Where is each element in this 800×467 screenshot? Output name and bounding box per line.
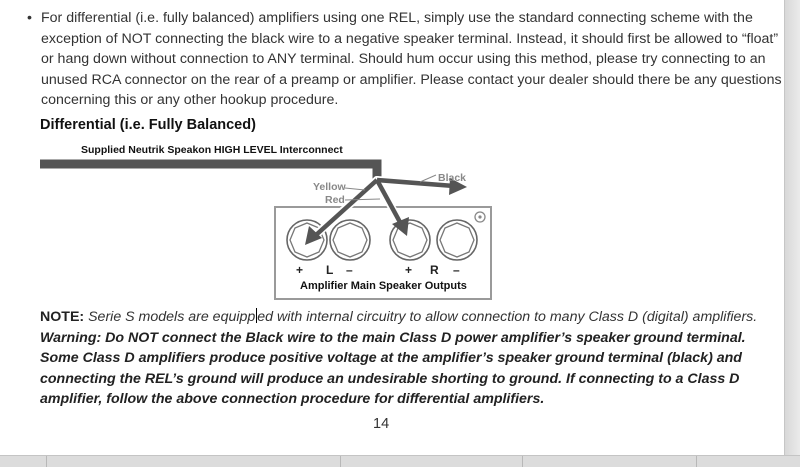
terminal-right-negative	[436, 219, 478, 261]
note-text-start: Serie S models are equipp	[88, 309, 256, 325]
cable-label: Supplied Neutrik Speakon HIGH LEVEL Inte…	[81, 144, 343, 156]
next-page-edge	[0, 455, 800, 467]
text-cursor	[255, 308, 257, 323]
class-d-warning: Warning: Do NOT connect the Black wire t…	[40, 329, 746, 408]
note-text-rest: ed with internal circuitry to allow conn…	[257, 309, 758, 325]
black-wire	[376, 177, 467, 195]
amplifier-outputs-caption: Amplifier Main Speaker Outputs	[300, 280, 467, 292]
left-positive-label: +	[296, 263, 303, 277]
interconnect-cable	[40, 159, 382, 182]
red-wire-label: Red	[325, 194, 345, 206]
right-negative-label: –	[453, 263, 460, 277]
terminal-left-negative	[329, 219, 371, 261]
wiring-diagram: Supplied Neutrik Speakon HIGH LEVEL Inte…	[40, 144, 492, 300]
differential-instructions-paragraph: • For differential (i.e. fully balanced)…	[27, 8, 787, 111]
bullet-marker: •	[27, 10, 32, 26]
red-wire	[375, 178, 409, 236]
black-wire-label: Black	[438, 172, 466, 184]
right-positive-label: +	[405, 263, 412, 277]
note-label: NOTE:	[40, 309, 85, 325]
left-channel-label: L	[326, 263, 333, 277]
bullet-text: For differential (i.e. fully balanced) a…	[41, 10, 782, 108]
ground-screw-icon	[474, 211, 486, 223]
page-number: 14	[373, 416, 390, 432]
page-edge-shadow	[784, 0, 800, 466]
right-channel-label: R	[430, 263, 439, 277]
section-heading: Differential (i.e. Fully Balanced)	[40, 117, 256, 133]
yellow-wire-label: Yellow	[313, 181, 347, 193]
left-negative-label: –	[346, 263, 353, 277]
yellow-wire	[305, 178, 379, 245]
